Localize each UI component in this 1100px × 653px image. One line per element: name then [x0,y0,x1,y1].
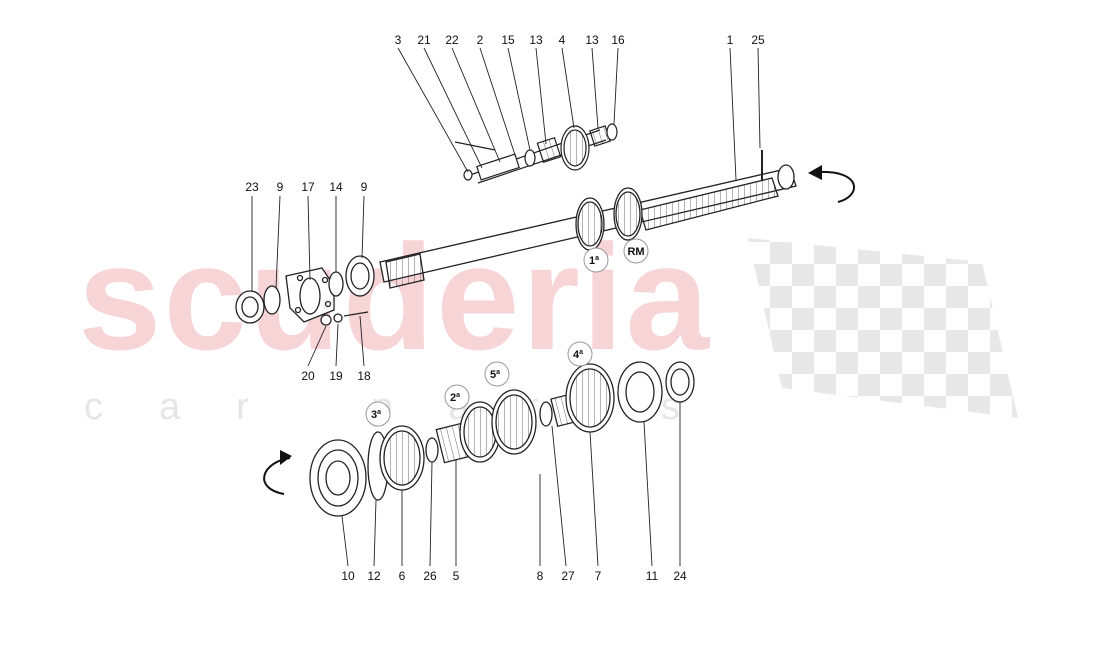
label-15: 15 [501,33,515,47]
badge-reverse-text: RM [627,246,644,258]
svg-text:2a: 2a [450,392,460,404]
gear-fourth [565,363,615,433]
badge-third-gear: 3a [365,401,391,427]
labels-left-top: 23 9 17 14 9 [245,180,367,194]
label-9a: 9 [277,180,284,194]
label-20: 20 [301,369,315,383]
badge-fifth-sup: a [496,369,500,376]
label-12: 12 [367,569,381,583]
badge-fifth-num: 5 [490,369,496,381]
main-shaft [379,150,797,289]
label-6: 6 [399,569,406,583]
label-3: 3 [395,33,402,47]
svg-text:4a: 4a [573,349,583,361]
badge-reverse-gear: RM [623,238,649,264]
badge-fourth-gear: 4a [567,341,593,367]
svg-text:3a: 3a [371,409,381,421]
badge-first-sup: a [595,255,599,262]
badge-first-num: 1 [589,255,595,267]
label-24: 24 [673,569,687,583]
label-21: 21 [417,33,431,47]
rotation-arrow-right [808,165,855,203]
svg-text:5a: 5a [490,369,500,381]
label-2: 2 [477,33,484,47]
label-22: 22 [445,33,459,47]
badge-third-num: 3 [371,409,377,421]
gear-third [379,425,425,491]
badge-fifth-gear: 5a [484,361,510,387]
shaft-gear-cluster [575,187,643,251]
label-5: 5 [453,569,460,583]
bearing-housing-17 [285,267,335,323]
gear-fifth [491,389,537,455]
label-17: 17 [301,180,315,194]
ring-24 [665,361,695,403]
badge-first-gear: 1a [583,247,609,273]
labels-left-bottom: 20 19 18 [301,369,371,383]
label-13a: 13 [529,33,543,47]
lower-gear-stack [309,361,695,517]
label-18: 18 [357,369,371,383]
rotation-arrow-left [263,450,292,495]
checkered-flag-watermark [748,238,1018,418]
label-10: 10 [341,569,355,583]
badge-fourth-sup: a [579,349,583,356]
nut-23 [235,290,265,324]
label-23: 23 [245,180,259,194]
leader-lines [251,47,761,567]
label-4: 4 [559,33,566,47]
bearing-11 [617,361,663,423]
labels-top: 3 21 22 2 15 13 4 13 16 1 25 [395,33,765,47]
badge-second-gear: 2a [444,384,470,410]
gear-top [560,125,590,171]
label-14: 14 [329,180,343,194]
small-shaft-assembly [454,123,618,184]
bearing-9 [345,255,375,297]
label-1: 1 [727,33,734,47]
label-27: 27 [561,569,575,583]
label-11: 11 [646,569,659,583]
needle-bearing-top [536,136,562,164]
label-13b: 13 [585,33,599,47]
labels-bottom: 10 12 6 26 5 8 27 7 11 24 [341,569,687,583]
label-16: 16 [611,33,625,47]
watermark-brand: scuderia [78,213,711,381]
label-9b: 9 [361,180,368,194]
badge-fourth-num: 4 [573,349,580,361]
label-8: 8 [537,569,544,583]
badge-third-sup: a [377,409,381,416]
label-7: 7 [595,569,602,583]
bearing-10 [309,439,367,517]
label-26: 26 [423,569,437,583]
badge-second-sup: a [456,392,460,399]
badge-second-num: 2 [450,392,456,404]
label-19: 19 [329,369,343,383]
left-bearing-group [235,255,375,326]
label-25: 25 [751,33,765,47]
svg-text:1a: 1a [589,255,599,267]
